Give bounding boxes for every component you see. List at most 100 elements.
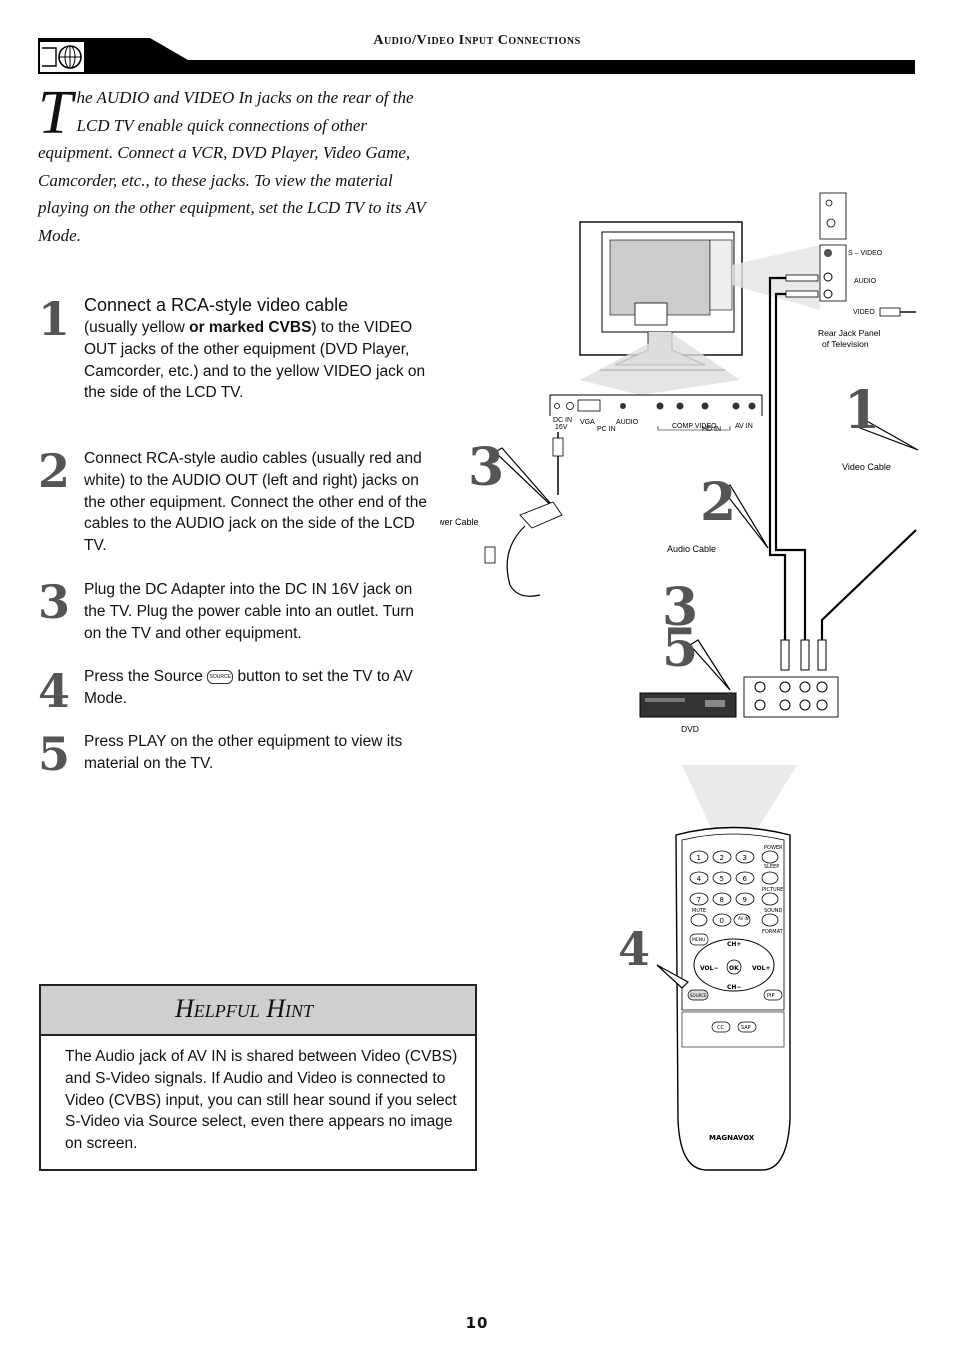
av-in-label: AV IN xyxy=(735,423,753,430)
step-5-text: Press PLAY on the other equipment to vie… xyxy=(84,733,403,772)
vol-down-button: VOL− xyxy=(700,965,719,972)
intro-text: he AUDIO and VIDEO In jacks on the rear … xyxy=(38,88,426,245)
callout-5: 5 xyxy=(662,618,698,679)
dvd-player xyxy=(639,639,839,718)
hint-text: The Audio jack of AV IN is shared betwee… xyxy=(65,1048,458,1153)
sleep-label: SLEEP xyxy=(764,864,779,870)
step-4-text-start: Press the Source xyxy=(84,668,208,685)
step-1-title: Connect a RCA-style video cable xyxy=(84,295,349,315)
dc-in-label: DC IN xyxy=(553,417,572,424)
step-number: 4 xyxy=(38,664,71,718)
pip-button: PIP xyxy=(767,993,775,999)
ch-up-button: CH+ xyxy=(727,941,741,948)
side-jack-panel: S – VIDEO AUDIO VIDEO xyxy=(785,192,916,317)
side-video-label: VIDEO xyxy=(853,309,875,316)
connection-diagram: DC IN 16V VGA PC IN AUDIO COMP VIDEO HD … xyxy=(440,192,919,734)
power-adapter xyxy=(484,432,564,597)
hd-in-label: HD IN xyxy=(702,426,721,433)
cc-button: CC xyxy=(717,1025,724,1031)
source-button: SOURCE xyxy=(690,993,707,998)
step-number: 3 xyxy=(38,575,71,629)
remote-function-key xyxy=(733,913,751,927)
callout-3b: 3 xyxy=(662,577,698,638)
step-1-text: Connect a RCA-style video cable (usually… xyxy=(84,293,434,404)
sap-button: SAP xyxy=(741,1025,751,1031)
callout-2: 2 xyxy=(700,472,736,533)
remote-key-label: 4 xyxy=(697,875,702,883)
hint-header: Helpful Hint xyxy=(41,986,475,1036)
avin-button: AV IN xyxy=(738,916,749,921)
dvd-label: DVD xyxy=(681,724,699,734)
remote-key xyxy=(735,892,755,906)
remote-key-label: 7 xyxy=(697,896,701,904)
remote-key-label: 9 xyxy=(743,896,747,904)
remote-key-label: 1 xyxy=(697,854,701,862)
cables xyxy=(768,276,917,640)
picture-label: PICTURE xyxy=(762,887,783,893)
step-1-text-end: ) to the VIDEO OUT jacks of the other eq… xyxy=(84,319,426,402)
remote-key-label: 6 xyxy=(743,875,748,883)
remote-key xyxy=(689,871,709,885)
remote-key-label: 0 xyxy=(720,917,724,925)
source-button-icon: SOURCE xyxy=(207,669,234,684)
callout-1: 1 xyxy=(844,380,880,441)
page-title: Audio/Video Input Connections xyxy=(373,33,581,48)
remote-key xyxy=(735,871,755,885)
remote-function-key xyxy=(761,850,779,864)
sound-label: SOUND xyxy=(764,908,783,914)
remote-key xyxy=(689,850,709,864)
menu-button: MENU xyxy=(692,937,705,943)
svideo-label: S – VIDEO xyxy=(848,250,883,257)
vga-label: VGA xyxy=(580,419,595,426)
step-number: 5 xyxy=(38,727,71,781)
ok-button: OK xyxy=(729,965,739,972)
hint-title: Helpful Hint xyxy=(175,994,314,1023)
helpful-hint-box: Helpful Hint The Audio jack of AV IN is … xyxy=(39,984,477,1171)
vol-up-button: VOL+ xyxy=(752,965,771,972)
step-4-text: Press the Source SOURCE button to set th… xyxy=(84,666,432,710)
mute-label: MUTE xyxy=(692,908,706,914)
drop-cap: T xyxy=(38,79,73,147)
step-3-text: Plug the DC Adapter into the DC IN 16V j… xyxy=(84,581,415,642)
remote-illustration: 1 2 3 4 5 6 7 8 9 0 4 POWER SLEEP PICTURE MUTE SO… xyxy=(618,765,797,1171)
rear-panel-label-line1: Rear Jack Panel xyxy=(818,328,880,338)
remote-key-label: 3 xyxy=(743,854,747,862)
remote-function-key xyxy=(761,913,779,927)
dc-16v-label: 16V xyxy=(555,424,568,431)
remote-key xyxy=(712,892,732,906)
comp-video-label: COMP VIDEO xyxy=(672,423,717,430)
audio-cable-label: Audio Cable xyxy=(667,544,716,554)
header-tab xyxy=(38,38,238,74)
callout-3: 3 xyxy=(468,437,504,498)
remote-key-label: 5 xyxy=(720,875,724,883)
format-label: FORMAT xyxy=(762,929,784,935)
panel-audio-label: AUDIO xyxy=(616,419,639,426)
step-1-text-bold: or marked CVBS xyxy=(189,319,312,336)
header-rule xyxy=(38,60,915,74)
rear-jack-panel: DC IN 16V VGA PC IN AUDIO COMP VIDEO HD … xyxy=(548,394,764,433)
power-label: POWER xyxy=(764,845,783,851)
remote-function-key xyxy=(690,913,708,927)
side-audio-label: AUDIO xyxy=(854,278,877,285)
pc-in-label: PC IN xyxy=(597,426,616,433)
power-cable-label: Power Cable xyxy=(440,517,479,527)
rear-panel-label-line2: of Television xyxy=(822,339,869,349)
step-4-text-end: button to set the TV to AV Mode. xyxy=(84,668,413,707)
step-1-text-start: (usually yellow xyxy=(84,319,190,336)
remote-function-key xyxy=(761,871,779,885)
remote-function-key xyxy=(761,892,779,906)
video-cable-label: Video Cable xyxy=(842,462,891,472)
remote-key-label: 8 xyxy=(720,896,724,904)
remote-brand: MAGNAVOX xyxy=(709,1134,755,1142)
remote-key xyxy=(712,850,732,864)
step-number: 1 xyxy=(38,292,71,346)
remote-key xyxy=(712,871,732,885)
step-number: 2 xyxy=(38,444,71,498)
ch-down-button: CH− xyxy=(727,984,741,991)
remote-key-label: 2 xyxy=(720,854,724,862)
number-keypad: 1 2 3 4 5 6 7 8 9 0 xyxy=(689,850,779,927)
remote-key xyxy=(689,892,709,906)
page-number: 10 xyxy=(465,1314,489,1332)
step-2-text: Connect RCA-style audio cables (usually … xyxy=(84,450,427,555)
